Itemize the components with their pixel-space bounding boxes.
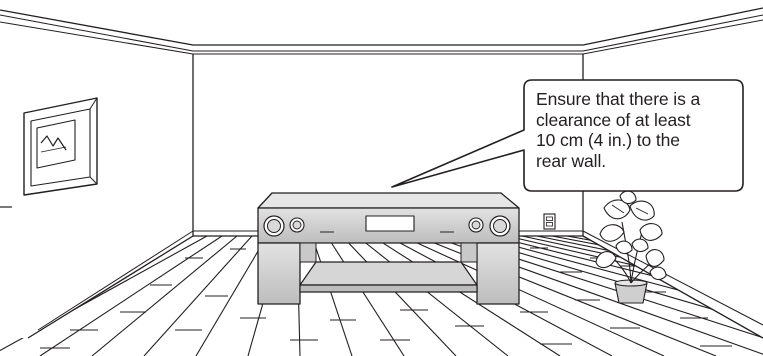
callout-text: Ensure that there is a clearance of at l…: [536, 89, 736, 171]
wall-outlet-icon: [544, 214, 555, 229]
av-receiver-icon: [258, 193, 519, 304]
potted-plant-icon: [596, 191, 666, 303]
framed-picture-icon: [24, 98, 97, 195]
